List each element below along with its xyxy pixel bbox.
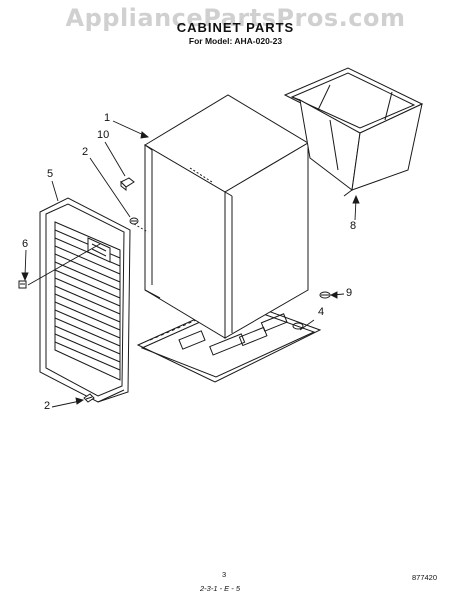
callout-9: 9 xyxy=(346,287,353,299)
callout-2-lower: 2 xyxy=(44,400,51,412)
screw-part-2-lower xyxy=(83,393,95,403)
part-number: 877420 xyxy=(412,573,438,582)
screw-part-2-upper xyxy=(129,217,139,225)
model-subtitle: For Model: AHA-020-23 xyxy=(188,36,283,46)
screw-part-9 xyxy=(319,291,331,299)
callout-2-upper: 2 xyxy=(82,146,89,158)
cabinet-box-part-1 xyxy=(144,94,309,339)
callout-8: 8 xyxy=(350,220,357,232)
callout-5: 5 xyxy=(47,168,54,180)
screw-part-6 xyxy=(18,280,27,289)
footer-code: 2-3-1 - E - 5 xyxy=(200,584,241,593)
callout-1: 1 xyxy=(104,112,111,124)
diagram-title: CABINET PARTS xyxy=(176,20,295,35)
front-grille-part-5 xyxy=(39,197,131,403)
leader-lines xyxy=(21,120,360,408)
water-bucket-part-8 xyxy=(283,67,424,197)
callout-10: 10 xyxy=(97,129,110,141)
callout-6: 6 xyxy=(22,238,29,250)
callout-4: 4 xyxy=(318,306,325,318)
drain-plug-part-10 xyxy=(120,177,135,192)
page-number: 3 xyxy=(222,570,227,579)
